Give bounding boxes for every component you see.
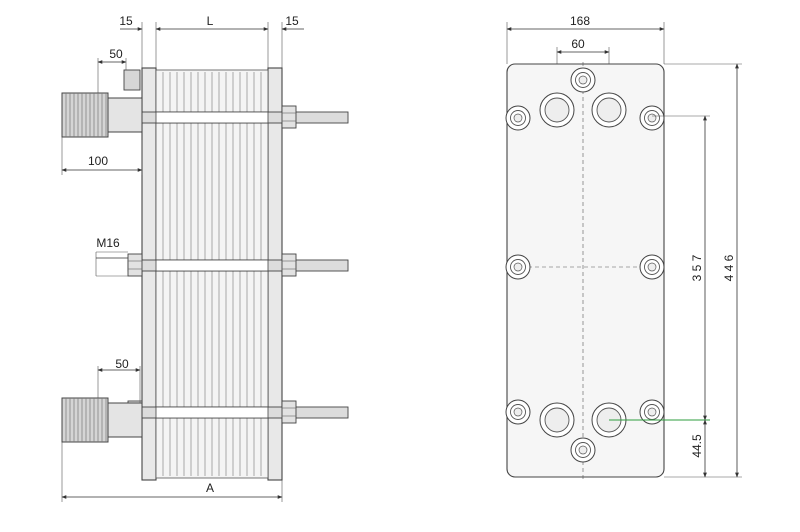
dim-bottom-offset: 44.5	[690, 434, 704, 458]
nut	[281, 400, 297, 424]
port	[539, 402, 575, 438]
tie-rod-middle	[127, 259, 349, 272]
bolt-hole	[505, 105, 531, 131]
nut	[127, 253, 143, 277]
dim-bolt-spacing: 3 5 7	[690, 254, 704, 281]
side-view: 15 L 15	[61, 14, 349, 502]
dim-port-lower: 50	[115, 357, 129, 371]
tie-rod-lower	[127, 406, 349, 419]
bolt-hole	[570, 67, 596, 93]
bolt-hole	[505, 254, 531, 280]
nut	[281, 105, 297, 129]
dim-frame-left: 15	[119, 14, 133, 28]
nozzle-lower	[61, 397, 143, 443]
port	[539, 92, 575, 128]
port	[591, 92, 627, 128]
bolt-hole	[570, 437, 596, 463]
tie-rod-upper	[127, 111, 349, 124]
front-view: 168 60 3 5 7 4 4 6 44.5	[505, 14, 742, 480]
nozzle-upper	[61, 69, 143, 138]
bolt-hole	[639, 254, 665, 280]
dim-length: L	[207, 14, 214, 28]
nut	[281, 253, 297, 277]
dim-nozzle: 100	[88, 154, 108, 168]
dim-bolt: M16	[96, 236, 120, 250]
bolt-hole	[639, 105, 665, 131]
dim-port-upper: 50	[109, 47, 123, 61]
dim-port-spacing: 60	[571, 37, 585, 51]
dim-width: 168	[570, 14, 590, 28]
bolt-hole	[505, 399, 531, 425]
dim-height: 4 4 6	[722, 254, 736, 281]
dim-overall: A	[206, 481, 214, 495]
bolt-hole	[639, 399, 665, 425]
dim-frame-right: 15	[285, 14, 299, 28]
